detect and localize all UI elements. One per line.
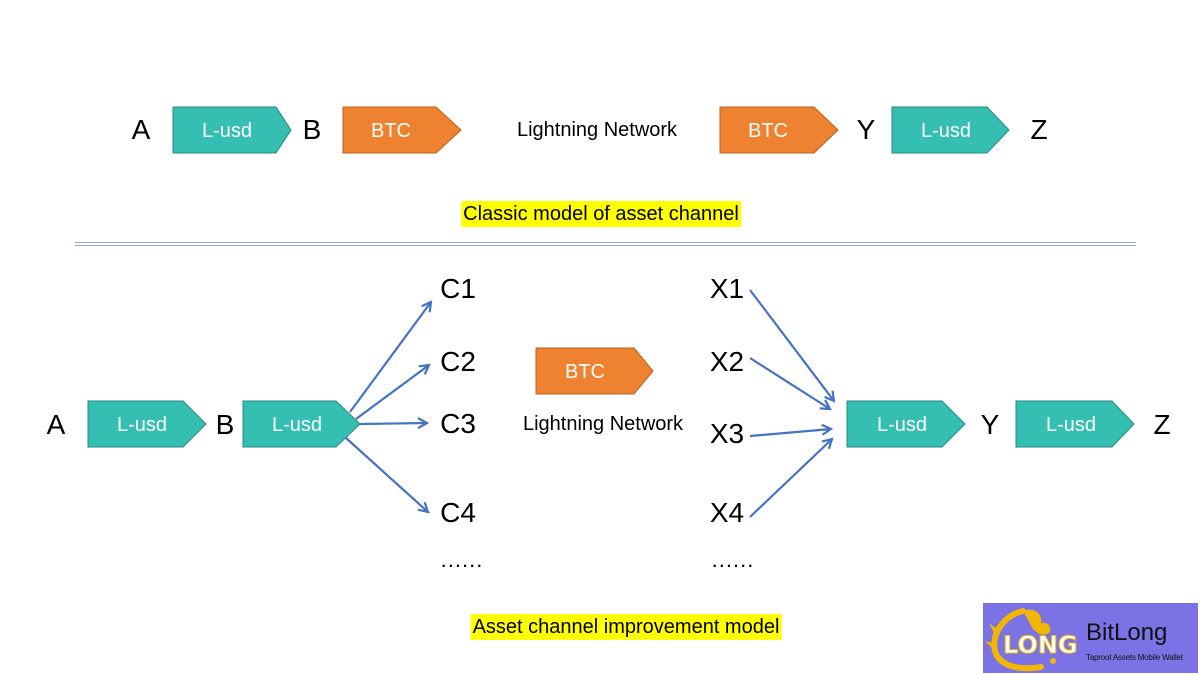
bitlong-logo: LONG BitLong Taproot Assets Mobile Walle… <box>983 603 1198 673</box>
node-c1: C1 <box>440 273 476 304</box>
improved-channel-label: L-usd <box>117 414 167 436</box>
improved-network-label: Lightning Network <box>522 413 684 435</box>
classic-caption: Classic model of asset channel <box>461 201 741 227</box>
node-c2: C2 <box>440 346 476 377</box>
improved-node-y: Y <box>980 409 1000 440</box>
node-c4: C4 <box>440 497 476 528</box>
classic-channel-label: BTC <box>371 120 411 142</box>
arrow-x1-to-y <box>749 289 834 401</box>
dragon-icon <box>985 608 1056 672</box>
improved-channel-label: BTC <box>565 361 605 383</box>
arrow-b-to-c3 <box>359 423 427 424</box>
node-x1: X1 <box>709 273 745 304</box>
improved-channel-lusd-ab: L-usd <box>87 400 207 448</box>
logo-name: BitLong <box>1086 619 1168 646</box>
improved-caption: Asset channel improvement model <box>470 614 782 640</box>
improved-node-z: Z <box>1153 409 1171 440</box>
improved-channel-lusd-y: L-usd <box>846 400 966 448</box>
node-x3: X3 <box>709 418 745 449</box>
logo-mark-text: LONG <box>1003 631 1079 660</box>
classic-channel-label: BTC <box>748 120 788 142</box>
improved-node-a: A <box>46 409 66 440</box>
arrow-x4-to-y <box>749 439 832 518</box>
classic-channel-lusd-1: L-usd <box>172 106 292 154</box>
logo-tagline: Taproot Assets Mobile Wallet <box>1086 653 1183 662</box>
node-c3: C3 <box>440 408 476 439</box>
c-nodes-ellipsis: ...... <box>440 547 484 572</box>
classic-network-label: Lightning Network <box>516 119 678 141</box>
node-x2: X2 <box>709 346 745 377</box>
classic-node-b: B <box>302 114 322 145</box>
node-x4: X4 <box>709 497 745 528</box>
classic-node-y: Y <box>856 114 876 145</box>
classic-channel-lusd-2: L-usd <box>891 106 1010 154</box>
classic-channel-label: L-usd <box>202 120 252 142</box>
improved-channel-lusd-z: L-usd <box>1015 400 1135 448</box>
classic-node-a: A <box>131 114 151 145</box>
classic-channel-btc-2: BTC <box>719 106 839 154</box>
improved-channel-btc: BTC <box>535 347 654 395</box>
x-nodes-ellipsis: ...... <box>711 547 755 572</box>
improved-channel-label: L-usd <box>1046 414 1096 436</box>
section-divider <box>75 242 1136 246</box>
arrow-b-to-c1 <box>349 302 431 413</box>
arrow-b-to-c4 <box>345 437 428 512</box>
improved-channel-lusd-b: L-usd <box>242 400 361 448</box>
arrow-b-to-c2 <box>355 365 429 420</box>
arrow-x3-to-y <box>749 429 831 438</box>
improved-channel-label: L-usd <box>272 414 322 436</box>
classic-channel-btc-1: BTC <box>342 106 462 154</box>
classic-channel-label: L-usd <box>921 120 971 142</box>
classic-node-z: Z <box>1030 114 1048 145</box>
arrow-x2-to-y <box>749 357 830 409</box>
improved-channel-label: L-usd <box>877 414 927 436</box>
improved-caption-text: Asset channel improvement model <box>470 614 782 640</box>
classic-caption-text: Classic model of asset channel <box>461 201 741 227</box>
improved-node-b: B <box>215 409 235 440</box>
